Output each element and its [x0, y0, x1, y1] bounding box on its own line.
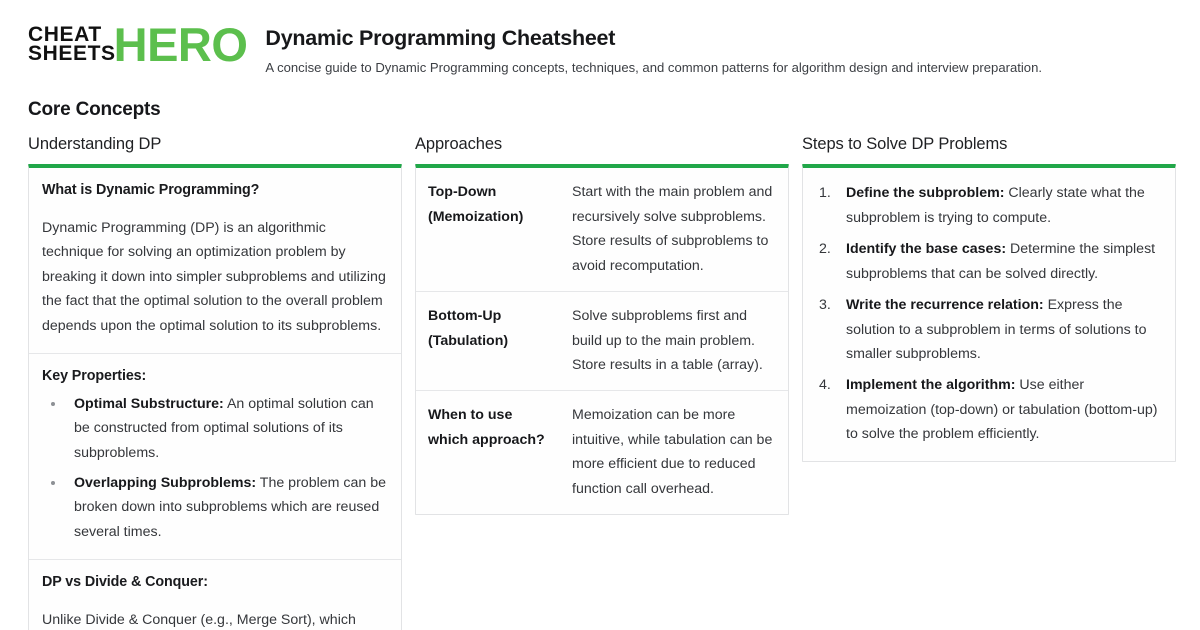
list-item: Optimal Substructure: An optimal solutio…	[42, 392, 388, 465]
table-cell-key: When to use which approach?	[416, 390, 560, 515]
list-item-term: Define the subproblem:	[846, 185, 1005, 202]
key-properties-list: Optimal Substructure: An optimal solutio…	[42, 392, 388, 545]
block-what-is-dp: What is Dynamic Programming? Dynamic Pro…	[29, 168, 401, 353]
list-item: Implement the algorithm: Use either memo…	[815, 373, 1161, 446]
brand-logo-line2: SHEETS	[28, 42, 116, 66]
list-item-term: Optimal Substructure:	[74, 395, 224, 412]
block-dp-vs-divide-conquer: DP vs Divide & Conquer: Unlike Divide & …	[29, 559, 401, 630]
block-paragraph: Unlike Divide & Conquer (e.g., Merge Sor…	[42, 611, 356, 628]
approaches-table: Top-Down (Memoization) Start with the ma…	[416, 168, 788, 515]
column-steps-to-solve: Steps to Solve DP Problems Define the su…	[802, 135, 1176, 462]
table-cell-key: Bottom-Up (Tabulation)	[416, 291, 560, 391]
block-paragraph: Dynamic Programming (DP) is an algorithm…	[42, 220, 386, 334]
card-understanding-dp: What is Dynamic Programming? Dynamic Pro…	[28, 164, 402, 630]
table-cell-value: Memoization can be more intuitive, while…	[560, 390, 788, 515]
brand-logo-line1: CHEAT	[28, 22, 102, 46]
brand-logo[interactable]: CHEAT SHEETS HERO	[28, 18, 248, 71]
list-item: Define the subproblem: Clearly state wha…	[815, 181, 1161, 230]
header-text: Dynamic Programming Cheatsheet A concise…	[265, 22, 1042, 76]
table-row: Top-Down (Memoization) Start with the ma…	[416, 168, 788, 291]
columns-container: Understanding DP What is Dynamic Program…	[28, 135, 1176, 630]
list-item-text: The problem can be broken down into subp…	[74, 475, 386, 540]
list-item-term: Overlapping Subproblems:	[74, 475, 257, 491]
table-row: When to use which approach? Memoization …	[416, 390, 788, 515]
brand-logo-stack: CHEAT SHEETS	[28, 22, 116, 66]
page-header: CHEAT SHEETS HERO Dynamic Programming Ch…	[28, 18, 1172, 86]
column-title: Steps to Solve DP Problems	[802, 135, 1008, 154]
table-row: Bottom-Up (Tabulation) Solve subproblems…	[416, 291, 788, 391]
table-cell-key: Top-Down (Memoization)	[428, 184, 524, 225]
steps-list: Define the subproblem: Clearly state wha…	[803, 168, 1175, 460]
list-item-term: Implement the algorithm:	[846, 377, 1016, 394]
list-item: Identify the base cases: Determine the s…	[815, 237, 1161, 286]
list-item-text: Determine the simplest subproblems that …	[846, 241, 1156, 282]
page-title: Dynamic Programming Cheatsheet	[265, 26, 616, 50]
column-approaches: Approaches Top-Down (Memoization) Start …	[415, 135, 789, 516]
block-key-properties: Key Properties: Optimal Substructure: An…	[29, 353, 401, 559]
list-item-term: Identify the base cases:	[846, 241, 1007, 258]
column-understanding-dp: Understanding DP What is Dynamic Program…	[28, 135, 402, 630]
table-cell-value: Solve subproblems first and build up to …	[560, 291, 788, 391]
block-heading: Key Properties:	[42, 368, 147, 385]
section-title: Core Concepts	[28, 99, 161, 121]
list-item-text: Clearly state what the subproblem is try…	[846, 185, 1145, 226]
list-item-text: Use either memoization (top-down) or tab…	[846, 377, 1158, 443]
column-title: Approaches	[415, 135, 503, 154]
block-heading: DP vs Divide & Conquer:	[42, 574, 208, 591]
list-item-text: An optimal solution can be constructed f…	[74, 395, 374, 461]
brand-logo-hero: HERO	[113, 18, 248, 71]
block-heading: What is Dynamic Programming?	[42, 182, 260, 199]
table-cell-value: Start with the main problem and recursiv…	[572, 184, 773, 274]
column-title: Understanding DP	[28, 135, 162, 154]
card-steps-to-solve: Define the subproblem: Clearly state wha…	[802, 164, 1176, 462]
list-item: Write the recurrence relation: Express t…	[815, 293, 1161, 366]
card-approaches: Top-Down (Memoization) Start with the ma…	[415, 164, 789, 516]
list-item-text: Express the solution to a subproblem in …	[846, 297, 1147, 362]
list-item-term: Write the recurrence relation:	[846, 297, 1044, 314]
page-subtitle: A concise guide to Dynamic Programming c…	[265, 59, 1042, 75]
list-item: Overlapping Subproblems: The problem can…	[42, 471, 388, 544]
